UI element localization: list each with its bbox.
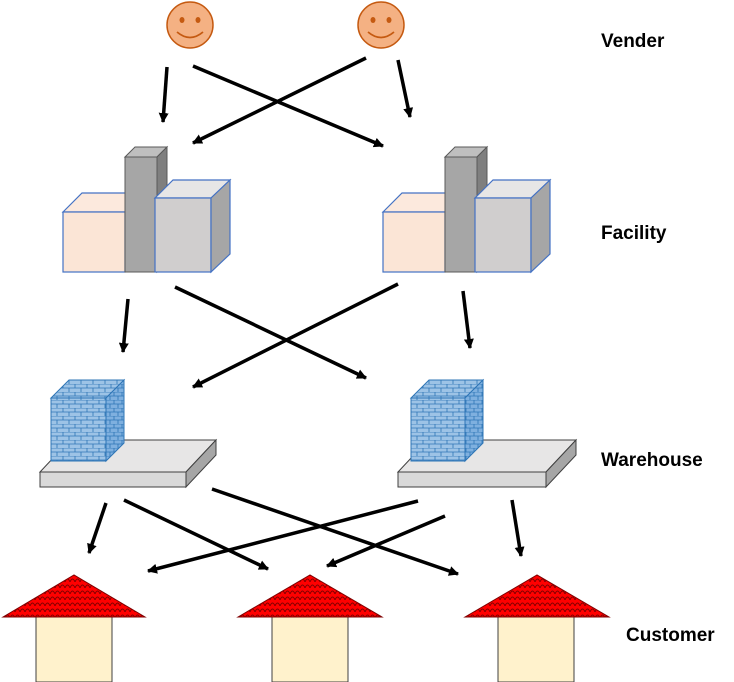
customer-label: Customer xyxy=(626,625,715,646)
arrow-w1-c1 xyxy=(87,502,108,554)
arrow-f1-w1 xyxy=(118,298,130,353)
arrow-v2-f1 xyxy=(192,56,367,145)
arrow-v2-f2 xyxy=(396,59,414,118)
customer-1-house-icon xyxy=(1,574,147,682)
vender-label: Vender xyxy=(601,31,665,52)
facility-1-factory-icon xyxy=(61,145,232,274)
arrow-f1-w2 xyxy=(174,285,367,380)
arrow-w2-c1 xyxy=(147,499,419,574)
arrow-w1-c2 xyxy=(123,498,269,571)
warehouse-1-warehouse-icon xyxy=(38,378,218,489)
arrow-w2-c3 xyxy=(510,499,525,557)
arrow-v1-f2 xyxy=(192,64,384,148)
customer-2-house-icon xyxy=(236,574,384,682)
arrow-f2-w1 xyxy=(192,282,399,389)
vendor-1-smiley-face-icon xyxy=(166,1,214,49)
warehouse-2-warehouse-icon xyxy=(396,378,578,489)
arrow-w1-c3 xyxy=(211,487,459,576)
facility-to-warehouse-arrows xyxy=(118,282,474,389)
vendor-2-smiley-face-icon xyxy=(357,1,405,49)
warehouse-label: Warehouse xyxy=(601,450,703,471)
warehouse-to-customer-arrows xyxy=(87,487,525,576)
customer-3-house-icon xyxy=(463,574,611,682)
vendor-to-facility-arrows xyxy=(158,56,414,148)
facility-2-factory-icon xyxy=(381,145,552,274)
facility-label: Facility xyxy=(601,223,667,244)
arrow-v1-f1 xyxy=(158,66,169,123)
arrow-f2-w2 xyxy=(461,290,474,349)
arrow-w2-c2 xyxy=(326,514,446,568)
